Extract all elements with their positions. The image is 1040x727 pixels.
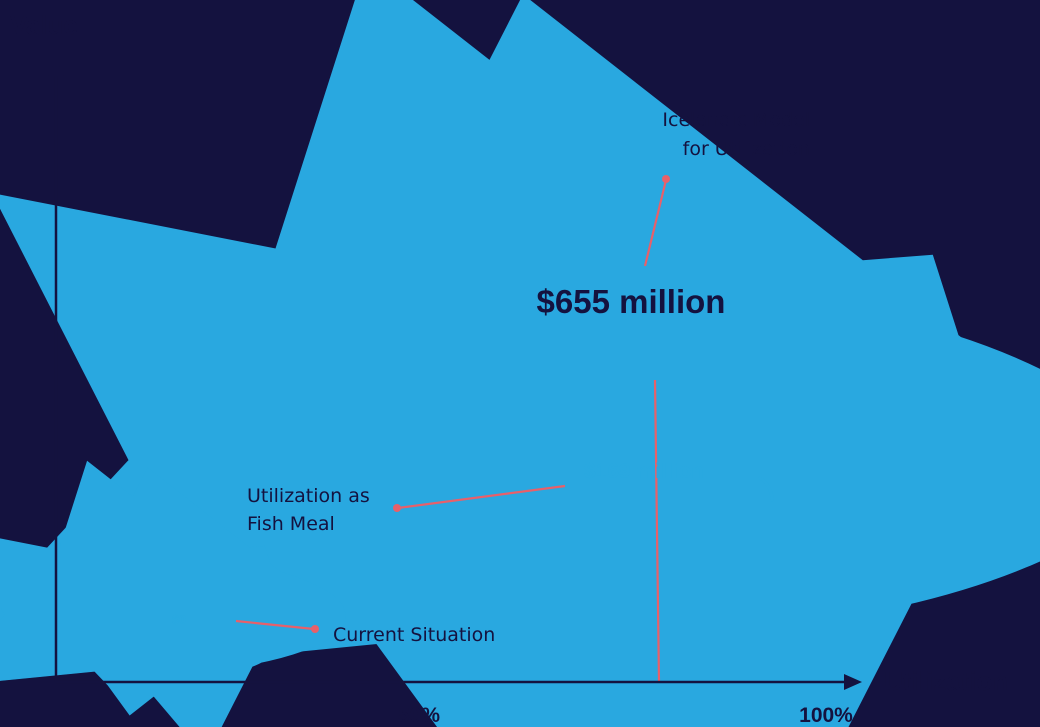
fish-fishmeal-barbel [758, 476, 774, 502]
icelandic-drop-line [653, 379, 661, 683]
icelandic-annotation-line2: for Utilization [683, 138, 810, 160]
y-axis-title: Value [10, 10, 78, 40]
fishmeal-annotation-line1: Utilization as [247, 485, 370, 507]
fishmeal-annotation-line2: Fish Meal [247, 513, 335, 535]
fishmeal-value-label: $169 million [584, 460, 704, 483]
fishmeal-leader-line [397, 484, 566, 510]
x-axis-arrow [844, 674, 862, 690]
current-value-label: $0 [172, 612, 186, 627]
fishmeal-leader-dot [393, 504, 401, 512]
current-leader-dot [311, 625, 319, 633]
icelandic-leader-line [643, 179, 668, 267]
current-leader-line [235, 619, 315, 631]
icelandic-leader-dot [662, 175, 670, 183]
x-axis-title: Utilization [884, 666, 1008, 696]
x-tick-50: 50% [398, 704, 440, 727]
x-tick-100: 100% [799, 704, 853, 727]
axes [48, 58, 862, 690]
y-axis-arrow [48, 58, 64, 76]
icelandic-value-label: $655 million [537, 283, 726, 320]
current-annotation: Current Situation [333, 624, 495, 646]
icelandic-annotation-line1: Icelandic Model [662, 109, 810, 131]
leader-lines [235, 175, 670, 683]
